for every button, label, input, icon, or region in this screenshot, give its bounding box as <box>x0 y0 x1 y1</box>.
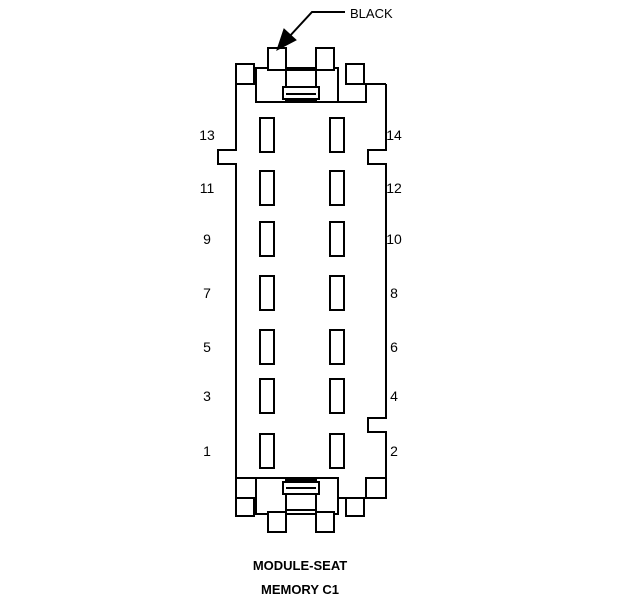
bottom-latch <box>255 477 339 533</box>
pin-cavity-11 <box>259 170 275 206</box>
pin-number-11: 11 <box>200 180 215 196</box>
pin-number-5: 5 <box>203 339 211 355</box>
pin-number-10: 10 <box>386 231 402 247</box>
pin-number-12: 12 <box>386 180 402 196</box>
wire-color-label: BLACK <box>350 6 393 21</box>
pin-number-8: 8 <box>390 285 398 301</box>
pin-cavity-2 <box>329 433 345 469</box>
pin-cavity-9 <box>259 221 275 257</box>
pin-number-6: 6 <box>390 339 398 355</box>
top-latch <box>255 47 339 103</box>
pin-cavity-4 <box>329 378 345 414</box>
pin-number-9: 9 <box>203 231 211 247</box>
caption-line2: MEMORY C1 <box>261 582 339 597</box>
pin-cavity-8 <box>329 275 345 311</box>
pin-number-13: 13 <box>199 127 215 143</box>
connector-body <box>217 63 387 517</box>
pin-number-14: 14 <box>386 127 402 143</box>
pin-number-2: 2 <box>390 443 398 459</box>
pin-number-7: 7 <box>203 285 211 301</box>
pin-cavity-12 <box>329 170 345 206</box>
pin-cavity-1 <box>259 433 275 469</box>
pin-cavity-14 <box>329 117 345 153</box>
pin-cavity-10 <box>329 221 345 257</box>
pin-number-1: 1 <box>203 443 211 459</box>
pin-cavities <box>259 117 345 469</box>
pin-number-4: 4 <box>390 388 398 404</box>
pin-cavity-5 <box>259 329 275 365</box>
pin-number-3: 3 <box>203 388 211 404</box>
pin-cavity-13 <box>259 117 275 153</box>
wire-color-callout: BLACK <box>276 6 393 52</box>
callout-arrow-icon <box>276 28 297 52</box>
pin-cavity-3 <box>259 378 275 414</box>
pin-cavity-6 <box>329 329 345 365</box>
caption-line1: MODULE-SEAT <box>253 558 347 573</box>
pin-cavity-7 <box>259 275 275 311</box>
